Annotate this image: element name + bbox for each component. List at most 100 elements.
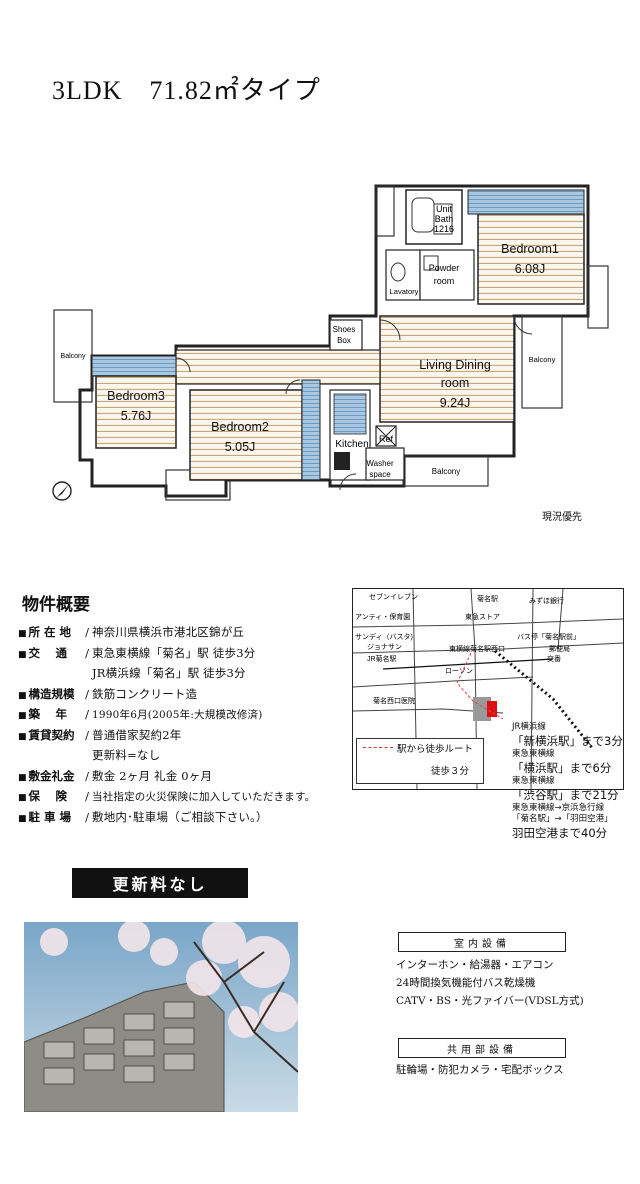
shoes-label-1: Shoes xyxy=(333,325,356,334)
overview-value: JR横浜線「菊名」駅 徒歩3分 xyxy=(92,666,246,681)
overview-row: 築 年/1990年6月(2005年:大規模改修済) xyxy=(18,704,348,725)
access-line: 東急東横線→京浜急行線 xyxy=(512,803,605,813)
powder-label-2: room xyxy=(434,276,455,286)
building-photo xyxy=(24,922,298,1112)
access-destination: 羽田空港まで40分 xyxy=(512,826,608,840)
overview-value: 当社指定の火災保険に加入していただきます。 xyxy=(92,790,316,803)
indoor-item: CATV・BS・光ファイバー(VDSL方式) xyxy=(396,995,584,1007)
overview-value: 更新料=なし xyxy=(92,748,161,763)
bedroom1-size: 6.08J xyxy=(515,262,546,276)
ldk-name-line2: room xyxy=(441,376,469,390)
overview-row: 敷金礼金/敷金 2ヶ月 礼金 0ヶ月 xyxy=(18,766,348,787)
balcony-label-bottom: Balcony xyxy=(432,467,460,476)
common-equipment-heading: 共用部設備 xyxy=(398,1038,566,1058)
indoor-item: インターホン・給湯器・エアコン xyxy=(396,959,554,971)
indoor-item: 24時間換気機能付バス乾燥機 xyxy=(396,977,536,989)
overview-separator: / xyxy=(85,727,89,742)
overview-value: 敷金 2ヶ月 礼金 0ヶ月 xyxy=(92,768,213,783)
overview-label: 敷金礼金 xyxy=(18,768,82,784)
unit-bath-label-1: Unit xyxy=(436,204,453,214)
overview-value: 神奈川県横浜市港北区錦が丘 xyxy=(92,625,245,640)
map-label-antique: アンティ・保育園 xyxy=(355,612,410,621)
overview-row: 交 通/東急東横線「菊名」駅 徒歩3分 xyxy=(18,643,348,664)
access-line: JR横浜線 xyxy=(512,722,546,732)
overview-value: 1990年6月(2005年:大規模改修済) xyxy=(92,708,263,721)
map-label-jr-kikuna: JR菊名駅 xyxy=(367,654,397,663)
washer-label-1: Washer xyxy=(366,459,394,468)
bedroom3-floor xyxy=(95,375,177,449)
overview-label: 築 年 xyxy=(18,706,82,722)
overview-label: 賃貸契約 xyxy=(18,727,82,743)
bedroom1-floor xyxy=(477,213,585,305)
map-label-koban: 交番 xyxy=(547,654,561,663)
bedroom2-floor xyxy=(189,389,303,481)
overview-separator: / xyxy=(85,625,89,640)
status-note: 現況優先 xyxy=(542,512,582,523)
common-item: 駐輪場・防犯カメラ・宅配ボックス xyxy=(396,1064,564,1076)
map-label-kikuna-station: 菊名駅 xyxy=(477,594,498,603)
map-label-east-exit: 東横線菊名駅西口 xyxy=(449,644,505,653)
common-equipment-list: 駐輪場・防犯カメラ・宅配ボックス xyxy=(396,1061,564,1079)
map-legend: 駅から徒歩ルート 徒歩３分 xyxy=(356,738,484,784)
renewal-banner: 更新料なし xyxy=(72,868,248,898)
map-label-tokyu-store: 東急ストア xyxy=(465,612,500,621)
overview-row: JR横浜線「菊名」駅 徒歩3分 xyxy=(18,663,348,684)
ldk-floor xyxy=(379,315,515,423)
access-line: 「菊名駅」→「羽田空港」 xyxy=(512,814,613,824)
overview-label: 交 通 xyxy=(18,645,82,661)
overview-label: 保 険 xyxy=(18,788,82,804)
bedroom3-name: Bedroom3 xyxy=(107,389,165,403)
compass-icon xyxy=(52,481,72,501)
map-label-mizuho: みずほ銀行 xyxy=(529,596,564,605)
ldk-size: 9.24J xyxy=(440,396,471,410)
legend-route-label: 駅から徒歩ルート xyxy=(397,744,474,755)
balcony-label-left: Balcony xyxy=(61,353,86,360)
powder-label-1: Powder xyxy=(429,263,460,273)
overview-label: 構造規模 xyxy=(18,686,82,702)
access-line: 東急東横線 xyxy=(512,776,555,786)
floor-plan: Bedroom1 6.08J Living Dining room 9.24J … xyxy=(52,184,609,501)
balcony-label-right: Balcony xyxy=(529,355,556,364)
map-label-post-office: 郵便局 xyxy=(549,644,570,653)
bedroom2-name: Bedroom2 xyxy=(211,420,269,434)
indoor-equipment-heading: 室内設備 xyxy=(398,932,566,952)
overview-value: 敷地内･駐車場（ご相談下さい。） xyxy=(92,809,268,824)
overview-label: 所 在 地 xyxy=(18,624,82,640)
overview-title: 物件概要 xyxy=(22,595,90,615)
access-destination: 「横浜駅」まで6分 xyxy=(512,761,612,775)
overview-row: 保 険/当社指定の火災保険に加入していただきます。 xyxy=(18,786,348,807)
overview-separator: / xyxy=(85,707,89,722)
access-destination: 「渋谷駅」まで21分 xyxy=(512,788,619,802)
map-label-lawson: ローソン xyxy=(445,668,473,675)
map-label-seven: セブンイレブン xyxy=(369,592,418,601)
bedroom2-size: 5.05J xyxy=(225,440,256,454)
overview-value: 鉄筋コンクリート造 xyxy=(92,686,198,701)
access-destination: 「新横浜駅」まで3分 xyxy=(512,734,623,748)
lavatory-label: Lavatory xyxy=(390,287,419,296)
map-label-bus-stop: バス停「菊名駅前」 xyxy=(517,632,580,641)
map-label-jonathan: ジョナサン xyxy=(367,643,402,651)
overview-separator: / xyxy=(85,645,89,660)
overview-label: 駐 車 場 xyxy=(18,809,82,825)
legend-walk-label: 徒歩３分 xyxy=(431,766,470,777)
bedroom3-size: 5.76J xyxy=(121,409,152,423)
kitchen-label: Kitchen xyxy=(335,439,368,450)
overview-separator: / xyxy=(85,686,89,701)
map-label-clinic: 菊名西口医院 xyxy=(373,696,415,705)
indoor-equipment-list: インターホン・給湯器・エアコン 24時間換気機能付バス乾燥機 CATV・BS・光… xyxy=(396,956,584,1010)
ldk-name-line1: Living Dining xyxy=(419,358,491,372)
shoes-label-2: Box xyxy=(337,336,351,345)
access-line: 東急東横線 xyxy=(512,749,555,759)
bedroom1-name: Bedroom1 xyxy=(501,242,559,256)
overview-value: 普通借家契約2年 xyxy=(92,727,182,742)
overview-row: 駐 車 場/敷地内･駐車場（ご相談下さい。） xyxy=(18,807,348,828)
overview-separator: / xyxy=(85,809,89,824)
overview-separator: / xyxy=(85,789,89,804)
page-title: 3LDK 71.82㎡タイプ xyxy=(52,76,321,105)
overview-row: 所 在 地/神奈川県横浜市港北区錦が丘 xyxy=(18,622,348,643)
access-list: JR横浜線「新横浜駅」まで3分東急東横線「横浜駅」まで6分東急東横線「渋谷駅」ま… xyxy=(512,722,634,841)
overview-table: 所 在 地/神奈川県横浜市港北区錦が丘交 通/東急東横線「菊名」駅 徒歩3分JR… xyxy=(18,622,348,827)
unit-bath-label-3: 1216 xyxy=(434,224,454,234)
overview-separator: / xyxy=(85,768,89,783)
unit-bath-label-2: Bath xyxy=(435,214,454,224)
